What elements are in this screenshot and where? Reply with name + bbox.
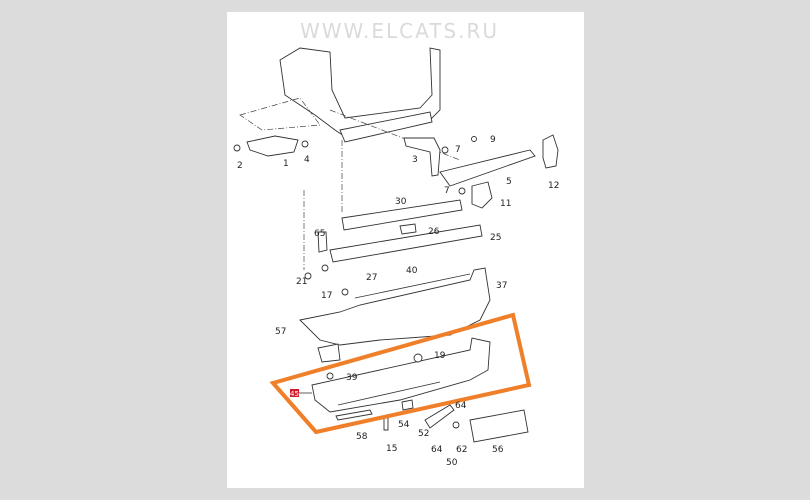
impact-bars	[317, 199, 483, 263]
part-label-11: 11	[500, 199, 511, 209]
highlight-outline	[269, 312, 532, 435]
part-label-50: 50	[446, 458, 458, 468]
part-label-2: 2	[237, 161, 243, 171]
part-label-9: 9	[490, 135, 496, 145]
part-label-7: 7	[455, 145, 461, 155]
part-label-30: 30	[395, 197, 407, 207]
part-label-52: 52	[418, 429, 429, 439]
part-label-7: 7	[444, 186, 450, 196]
highlighted-part-marker	[290, 389, 299, 397]
part-label-54: 54	[398, 420, 410, 430]
part-label-64: 64	[431, 445, 443, 455]
part-label-5: 5	[506, 177, 512, 187]
part-label-57: 57	[275, 327, 286, 337]
part-label-27: 27	[366, 273, 377, 283]
part-label-3: 3	[412, 155, 418, 165]
part-label-1: 1	[283, 159, 289, 169]
part-label-56: 56	[492, 445, 504, 455]
part-label-62: 62	[456, 445, 467, 455]
part-label-19: 19	[434, 351, 446, 361]
part-label-40: 40	[406, 266, 418, 276]
part-label-37: 37	[496, 281, 507, 291]
part-label-58: 58	[356, 432, 368, 442]
watermark: WWW.ELCATS.RU	[300, 19, 499, 43]
part-label-25: 25	[490, 233, 501, 243]
part-label-26: 26	[428, 227, 440, 237]
part-label-64: 64	[455, 401, 467, 411]
part-label-4: 4	[304, 155, 310, 165]
part-label-17: 17	[321, 291, 332, 301]
rear-bumper-upper	[299, 264, 491, 363]
side-brackets	[233, 134, 559, 209]
part-label-15: 15	[386, 444, 397, 454]
part-label-65: 65	[314, 229, 325, 239]
part-label-21: 21	[296, 277, 307, 287]
part-label-12: 12	[548, 181, 559, 191]
part-labels: 1234577911121517192125262730373940505254…	[237, 135, 559, 468]
body-rear-panel	[239, 47, 461, 270]
part-label-39: 39	[346, 373, 358, 383]
highlighted-part-label: 45	[290, 390, 299, 398]
